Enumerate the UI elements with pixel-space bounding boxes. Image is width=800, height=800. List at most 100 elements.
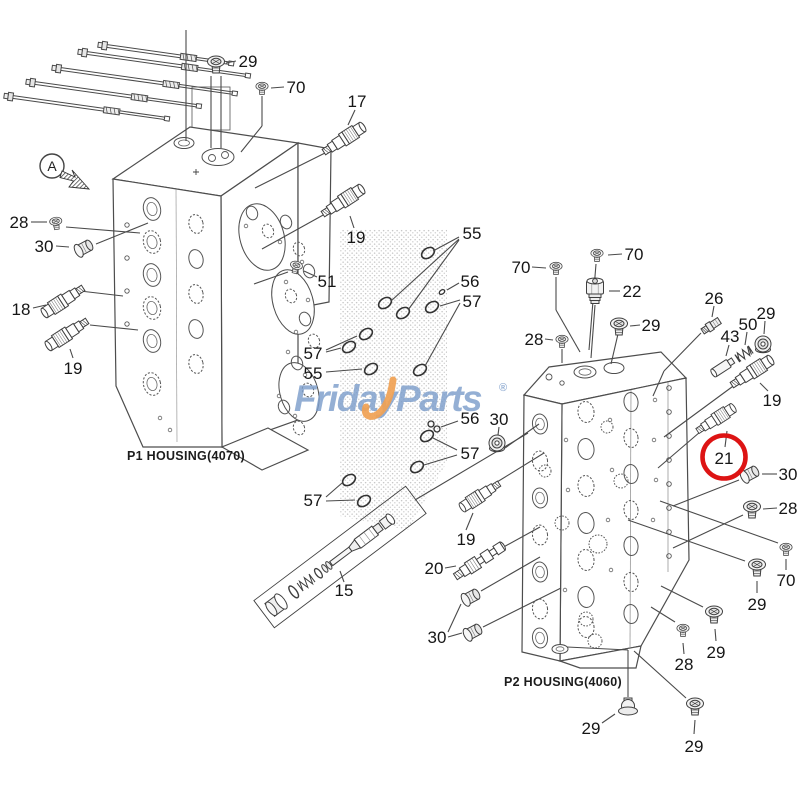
callout-label-29: 29: [685, 737, 704, 756]
part-screw-sm-70: [550, 262, 562, 274]
port: [623, 500, 639, 520]
bolt-shaft: [197, 66, 246, 75]
bolt-tip: [163, 115, 171, 122]
bolt-shaft: [197, 69, 246, 77]
leader-line: [424, 302, 461, 367]
p2-hole: [651, 437, 657, 443]
part-plug-b-29: [618, 697, 638, 716]
callout-label-19: 19: [347, 228, 366, 247]
p2-bottom-port: [551, 644, 569, 654]
leader-line: [672, 479, 740, 507]
callout-label-30: 30: [35, 237, 54, 256]
bolt-thread-line: [186, 54, 189, 61]
bolt-thread-line: [169, 81, 172, 88]
callout-label-29: 29: [748, 595, 767, 614]
port: [142, 296, 162, 320]
callout-label-29: 29: [239, 52, 258, 71]
view-direction-arrow-icon: [59, 169, 91, 190]
part-screw-lg-28: [743, 500, 761, 519]
callout-label-70: 70: [777, 571, 796, 590]
bolt-shaft: [12, 97, 104, 112]
port-inner: [146, 334, 158, 348]
leader-line: [499, 526, 541, 550]
p2-hole: [605, 517, 611, 523]
bolt-thread: [102, 106, 121, 116]
leader-line: [414, 432, 529, 501]
port: [531, 561, 549, 583]
callout-label-55: 55: [304, 364, 323, 383]
oring: [358, 327, 374, 341]
bolt-shaft: [119, 112, 165, 120]
leader-line: [325, 482, 343, 498]
p1-top-port: [178, 139, 190, 147]
port-inner: [535, 491, 545, 505]
leader-line: [711, 305, 715, 318]
p1-housing-caption: P1 HOUSING(4070): [127, 449, 245, 463]
leader-line: [693, 719, 696, 735]
bolt-thread-line: [173, 81, 176, 89]
port-inner: [146, 301, 158, 315]
p1-hole: [285, 349, 291, 355]
part-spring-50: [734, 345, 754, 363]
callout-label-29: 29: [582, 719, 601, 738]
port: [188, 249, 204, 269]
port: [531, 627, 549, 649]
callout-label-29: 29: [757, 304, 776, 323]
leader-line: [432, 437, 458, 451]
p2-hole: [666, 385, 672, 391]
p2-hole: [666, 553, 672, 559]
port: [142, 372, 162, 396]
marker-a-label: A: [47, 158, 57, 174]
oring: [363, 362, 379, 376]
port: [623, 604, 639, 624]
part-valve-19: [727, 352, 777, 392]
leader-line: [497, 426, 500, 436]
leader-line: [440, 420, 459, 428]
leader-line: [496, 452, 545, 483]
leader-line: [407, 239, 460, 311]
watermark-logo: FridayParts ®: [294, 376, 507, 420]
bolt-shaft: [86, 53, 182, 69]
watermark-swoosh-icon: [361, 376, 397, 420]
port: [307, 333, 321, 349]
p1-ports: [124, 137, 321, 436]
leader-line: [762, 507, 778, 510]
bolt-thread: [162, 79, 181, 90]
p1-hole: [283, 279, 289, 285]
p1-hole: [243, 223, 249, 229]
callout-label-56: 56: [461, 409, 480, 428]
bolt-shaft: [35, 81, 132, 96]
part-plug-a-30: [71, 237, 96, 260]
port: [577, 586, 595, 608]
part-valve-18: [38, 281, 88, 321]
callout-label-28: 28: [525, 330, 544, 349]
port: [301, 382, 315, 398]
leader-line: [663, 383, 737, 438]
detail-marker-a: A: [39, 153, 91, 190]
orings-group: [341, 246, 446, 508]
p2-gear-port: [554, 515, 570, 531]
p1-top-port: [208, 154, 216, 162]
p2-top-port: [559, 380, 565, 386]
callout-label-43: 43: [721, 327, 740, 346]
bolt: [51, 63, 239, 97]
leader-line: [660, 585, 704, 608]
leader-line: [610, 333, 619, 365]
leader-line: [270, 86, 285, 89]
port: [298, 311, 312, 327]
callout-label-57: 57: [461, 444, 480, 463]
port: [279, 214, 293, 230]
oring: [412, 363, 428, 377]
callout-label-21: 21: [715, 449, 734, 468]
bolt-shaft: [178, 86, 233, 95]
callout-label-70: 70: [287, 78, 306, 97]
port: [623, 572, 639, 592]
bolt-head: [77, 48, 83, 56]
port: [302, 263, 316, 279]
bolt-tip: [195, 102, 203, 110]
leader-line: [254, 151, 328, 189]
leader-line: [555, 309, 581, 353]
bolt-thread: [180, 62, 199, 73]
leader-line: [447, 603, 462, 633]
